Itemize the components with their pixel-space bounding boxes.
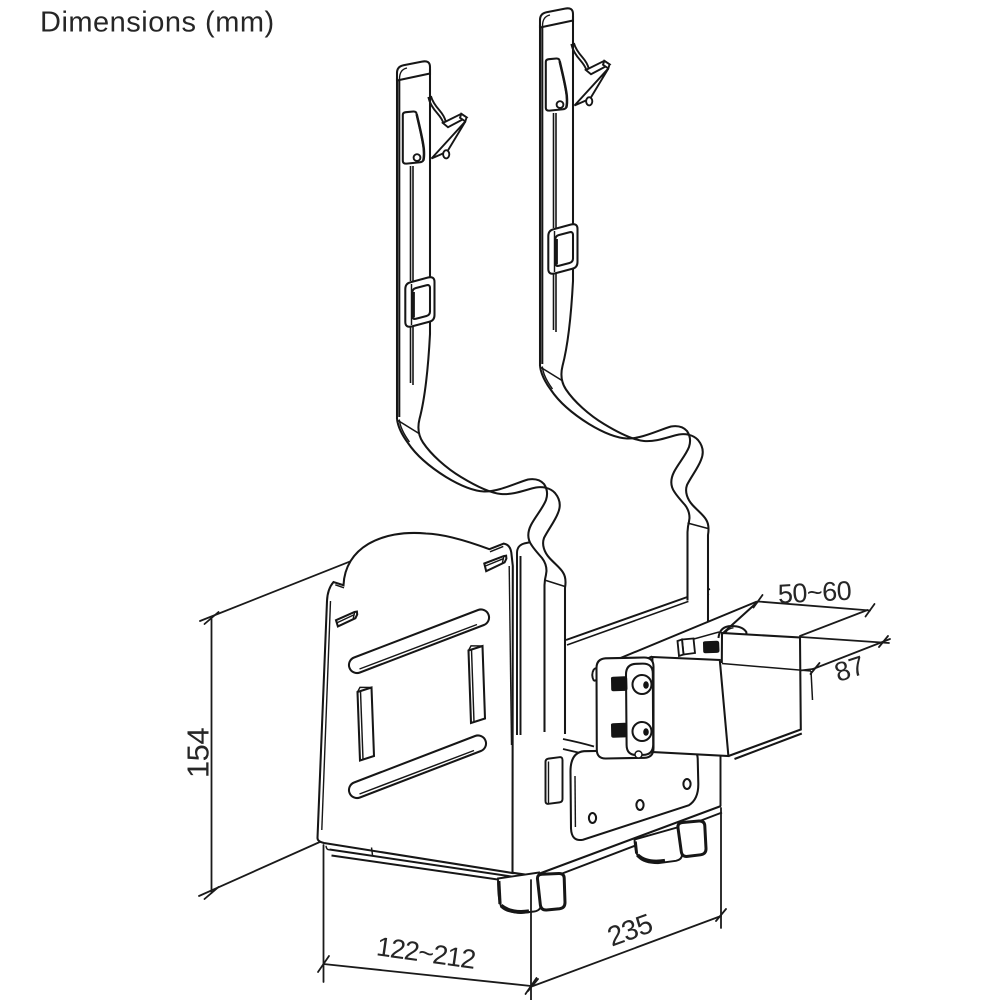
svg-text:154: 154 xyxy=(181,728,216,778)
svg-text:50~60: 50~60 xyxy=(777,576,852,610)
svg-text:Dimensions (mm): Dimensions (mm) xyxy=(40,7,275,39)
